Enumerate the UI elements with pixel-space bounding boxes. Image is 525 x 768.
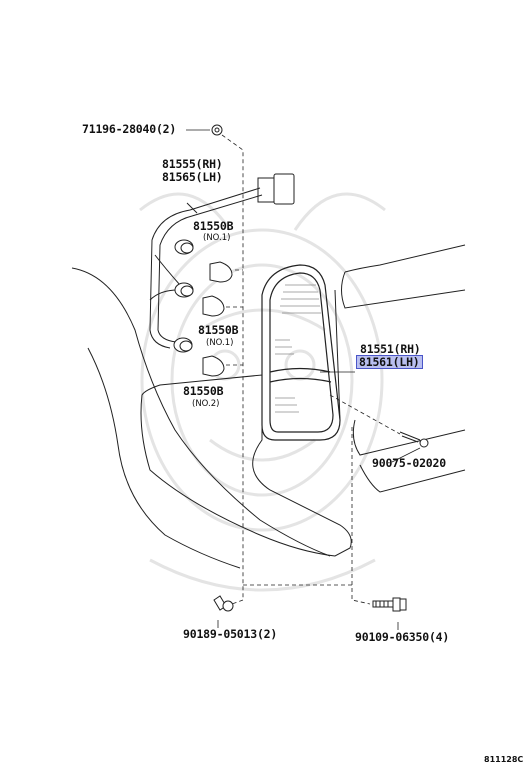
bolt-90109-icon [372,597,407,612]
callout-81550b-a[interactable]: 81550B [193,219,234,233]
diagram-id: 811128C [484,755,524,764]
callout-81550b-b-note: (NO.1) [206,338,234,348]
screw-90075-icon [399,431,429,448]
callout-81565-lh[interactable]: 81565(LH) [162,170,223,184]
leader-lines [186,129,421,630]
nut-90189-icon [213,595,234,612]
callout-90109[interactable]: 90109-06350(4) [355,630,450,644]
callout-71196[interactable]: 71196-28040(2) [82,122,177,136]
wiring-harness [149,173,295,349]
callout-81550b-c-note: (NO.2) [192,399,220,409]
dashed-guides [221,134,401,605]
bulb-sockets [173,239,194,353]
tail-lamp-assembly [261,264,341,441]
callout-81550b-a-note: (NO.1) [203,233,231,243]
callout-81550b-b[interactable]: 81550B [198,323,239,337]
callout-81550b-c[interactable]: 81550B [183,384,224,398]
vehicle-body-panel [71,244,466,569]
bulbs [202,261,233,377]
callout-90075[interactable]: 90075-02020 [372,456,446,470]
callout-81561-lh-highlighted[interactable]: 81561(LH) [356,355,423,369]
clip-71196-icon [211,124,223,136]
callout-81555-rh[interactable]: 81555(RH) [162,157,223,171]
callout-81551-rh[interactable]: 81551(RH) [360,342,421,356]
callout-90189[interactable]: 90189-05013(2) [183,627,278,641]
